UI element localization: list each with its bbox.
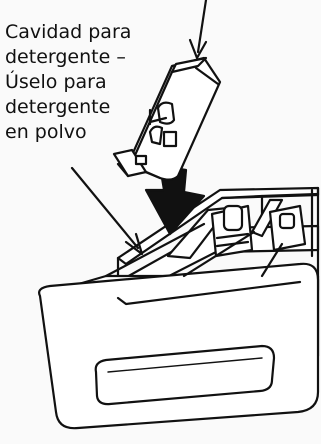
caption-line-1: Cavidad para (5, 21, 132, 43)
caption-line-3: Úselo para (5, 71, 107, 93)
caption-line-4: detergente (5, 96, 111, 118)
caption-text: Cavidad para detergente – Úselo para det… (5, 20, 155, 145)
dispenser-drawer-front (38, 262, 320, 430)
detergent-cup (112, 56, 222, 181)
dispenser-drawer (116, 186, 320, 358)
compartment-edges (104, 222, 284, 278)
caption-line-2: detergente – (5, 46, 126, 68)
thick-arrow-down-icon (144, 164, 206, 236)
leader-line-icon (70, 166, 144, 256)
arrow-down-icon (188, 0, 208, 60)
caption-line-5: en polvo (5, 121, 87, 143)
